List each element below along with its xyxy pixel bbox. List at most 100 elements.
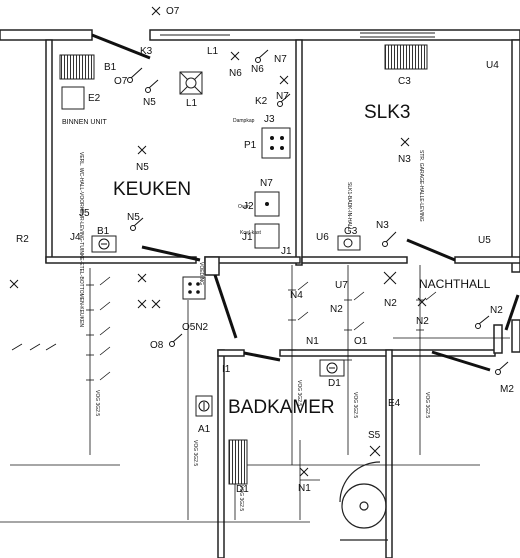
dot	[280, 136, 284, 140]
label-n2-a: N2	[384, 298, 397, 309]
x-mark	[137, 145, 147, 155]
annotation-labels: BINNEN UNIT Dampkap Oven Koel-kast VOEDI…	[62, 118, 261, 285]
socket-dots	[188, 136, 284, 294]
door	[431, 350, 491, 372]
x-mark	[400, 137, 410, 147]
label-m2: M2	[500, 384, 514, 395]
wall-segment	[295, 39, 303, 266]
label-n6-a: N6	[229, 68, 242, 79]
label-n3-b: N3	[376, 220, 389, 231]
fridge-box-j1	[254, 223, 280, 249]
label-u5: U5	[478, 235, 491, 246]
label-b1-b: B1	[97, 226, 110, 237]
branch-marks	[297, 281, 437, 331]
switch-n5b	[130, 217, 144, 231]
device-circle	[343, 238, 353, 248]
note-slk1: SLK1-BADK-IN-HALL	[346, 182, 352, 231]
label-n7-a: N7	[274, 54, 287, 65]
label-d1: D1	[328, 378, 341, 389]
dot	[270, 146, 274, 150]
wall-segment	[493, 324, 503, 354]
door	[406, 238, 456, 262]
note-keuken: VERL. WC-HALL-VOORKEUR-LEVING-TUINKE-ETE…	[78, 152, 84, 327]
label-n5-c: N5	[127, 212, 140, 223]
switch-n2	[475, 315, 490, 329]
x-mark	[369, 445, 381, 457]
dot	[188, 290, 192, 294]
label-j1-b: J1	[281, 246, 292, 257]
room-label-badkamer: BADKAMER	[228, 397, 335, 418]
label-b1: B1	[104, 62, 117, 73]
switch-n3	[382, 231, 397, 247]
radiator-badkamer	[228, 439, 248, 485]
switch-k2	[277, 93, 291, 107]
annotation-voeding: VOEDING	[198, 262, 204, 285]
label-u7: U7	[335, 280, 348, 291]
wall-segment	[45, 256, 197, 264]
label-j5: J5	[79, 208, 90, 219]
switch-n6	[255, 49, 269, 63]
circle-devices	[98, 238, 353, 412]
x-mark	[279, 75, 289, 85]
label-l1-top: L1	[207, 46, 219, 57]
label-n2-d: N2	[490, 305, 503, 316]
label-n7-b: N7	[276, 91, 289, 102]
connection-box	[182, 276, 206, 300]
walls	[0, 29, 520, 558]
room-label-slk3: SLK3	[364, 102, 410, 123]
door	[213, 274, 238, 339]
branch-marks	[11, 343, 57, 351]
symbol-labels: O7 K3 L1 N7 B1 O7 N6 N6 N5 L1 E2 K2 N7 J…	[16, 6, 514, 495]
basin-bowl	[341, 483, 387, 529]
x-mark	[299, 467, 309, 477]
label-l1: L1	[186, 98, 198, 109]
label-n4: N4	[290, 290, 303, 301]
note-vog: VOG 3G2.5	[94, 390, 100, 416]
dot	[196, 290, 200, 294]
label-p1: P1	[244, 140, 257, 151]
radiator-c3	[384, 44, 428, 70]
label-j3: J3	[264, 114, 275, 125]
dot	[188, 282, 192, 286]
wall-segment	[511, 39, 520, 273]
room-labels: KEUKEN SLK3 NACHTHALL BADKAMER	[113, 102, 491, 418]
note-garage: STR. GARAGE-HALLE-LEVING	[418, 150, 424, 222]
circuit-lines	[0, 265, 510, 523]
label-i1: I1	[222, 364, 231, 375]
label-n6-b: N6	[251, 64, 264, 75]
annotation-koelkast: Koel-kast	[240, 230, 261, 236]
switch-o8	[169, 333, 183, 347]
dot	[265, 202, 269, 206]
door	[141, 245, 201, 262]
annotation-binnen-unit: BINNEN UNIT	[62, 119, 107, 126]
label-j4: J4	[70, 232, 81, 243]
label-e4: E4	[388, 398, 401, 409]
basin-drain	[359, 501, 369, 511]
ceiling-points	[9, 6, 427, 477]
circuit-point-markers	[11, 276, 437, 381]
equipment	[59, 44, 428, 485]
label-s5: S5	[368, 430, 381, 441]
x-mark	[137, 299, 147, 309]
wall-segment	[45, 39, 53, 263]
light-circle	[185, 77, 197, 89]
label-o7: O7	[114, 76, 128, 87]
label-n1-b: N1	[298, 483, 311, 494]
branch-marks	[99, 276, 111, 381]
switch-n5	[145, 79, 159, 93]
label-k2: K2	[255, 96, 268, 107]
radiator-b1	[59, 54, 95, 80]
wall-segment	[149, 29, 520, 41]
label-j1-a: J1	[242, 232, 253, 243]
circuit-ticks	[86, 284, 424, 381]
dot	[280, 146, 284, 150]
label-n2-b: N2	[330, 304, 343, 315]
label-n7-c: N7	[260, 178, 273, 189]
wall-segment	[0, 29, 93, 41]
annotation-dampkap: Dampkap	[233, 118, 255, 124]
room-label-nachthall: NACHTHALL	[419, 277, 491, 291]
label-r2: R2	[16, 234, 29, 245]
label-n5-b: N5	[136, 162, 149, 173]
wall-segment	[301, 256, 408, 264]
